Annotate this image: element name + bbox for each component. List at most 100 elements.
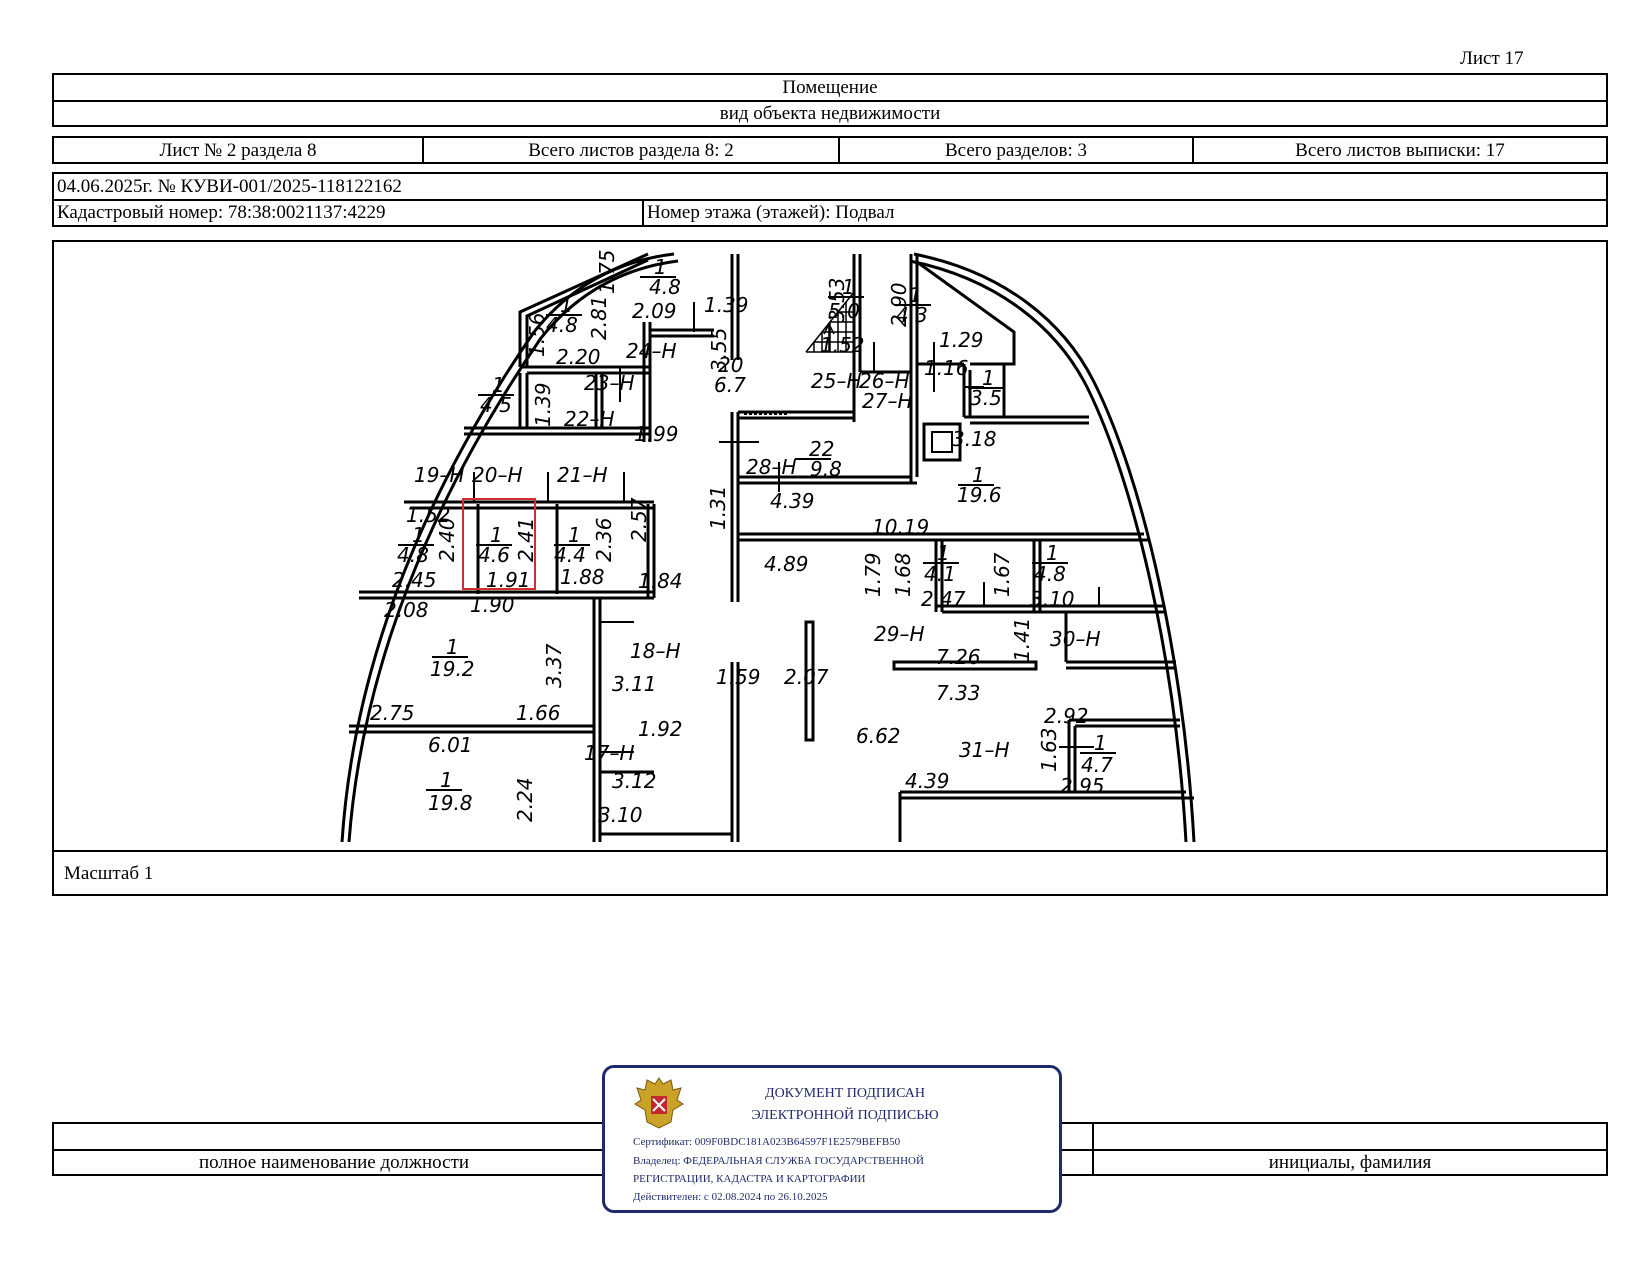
plan-label: 1.90 [470,593,515,617]
plan-label: 2.92 [1044,704,1089,728]
outer-wall [909,259,1188,842]
highlighted-room [462,498,536,590]
plan-label: 1.39 [704,293,749,317]
plan-label: 1.99 [634,422,679,446]
plan-label: 28–Н [746,455,797,479]
plan-label: 2.24 [513,777,537,822]
plan-label: 1.39 [531,382,555,427]
plan-label: 2.07 [784,665,829,689]
plan-label: 2.75 [370,701,415,725]
stamp-certificate: Сертификат: 009F0BDC181A023B64597F1E2579… [633,1136,901,1148]
object-type-value: Помещение [782,77,878,98]
object-type-caption: вид объекта недвижимости [719,103,941,124]
plan-label: 1.52 [406,503,451,527]
stamp-line1: ДОКУМЕНТ ПОДПИСАН [765,1086,925,1101]
plan-label: 1.16 [924,356,969,380]
plan-label: 1.68 [891,552,915,597]
plan-label: 3.53 [825,277,849,322]
plan-label: 23–Н [584,371,635,395]
plan-label: 19.6 [957,483,1002,507]
plan-label: 3.37 [542,643,566,688]
plan-label: 10.19 [872,515,929,539]
total-sections: Всего разделов: 3 [944,140,1088,161]
plan-label: 4.6 [478,543,510,567]
plan-label: 1 [982,366,995,390]
plan-label: 22 [809,437,834,461]
plan-label: 26–Н [859,369,910,393]
plan-label: 7.33 [936,681,981,705]
plan-label: 1.75 [595,249,619,294]
cadastral-number: Кадастровый номер: 78:38:0021137:4229 [57,202,386,223]
plan-label: 3.11 [612,672,657,696]
plan-label: 6.62 [856,724,901,748]
plan-label: 4.8 [397,543,429,567]
plan-label: 1.66 [516,701,561,725]
plan-label: 1 [490,523,503,547]
plan-label: 4.7 [1081,753,1113,777]
info-box: 04.06.2025г. № КУВИ-001/2025-118122162 К… [52,172,1608,227]
plan-label: 27–Н [862,389,913,413]
plan-label: 1 [440,768,453,792]
plan-label: 3.10 [1030,587,1075,611]
plan-label: 24–Н [626,339,677,363]
plan-label: 1 [492,373,505,397]
plan-label: 1.29 [939,328,984,352]
plan-label: 2.57 [627,497,651,542]
position-caption: полное наименование должности [198,1152,470,1173]
divider [54,100,1606,102]
plan-label: 1 [412,523,425,547]
divider [1192,138,1194,162]
plan-label: 5.0 [828,299,860,323]
divider [422,138,424,162]
plan-label: 18–Н [630,639,681,663]
plan-label: 4.3 [896,303,928,327]
plan-label: 1 [972,463,985,487]
plan-label: 21–Н [557,463,608,487]
sheet-number: Лист 17 [1460,48,1524,69]
stamp-owner-1: Владелец: ФЕДЕРАЛЬНАЯ СЛУЖБА ГОСУДАРСТВЕ… [633,1155,924,1167]
plan-label: 19–Н [414,463,465,487]
plan-label: 2.81 [587,295,611,340]
plan-label: 4.4 [554,543,586,567]
plan-label: 4.8 [1034,562,1066,586]
plan-label: 4.39 [905,769,950,793]
plan-label: 3.10 [598,803,643,827]
plan-label: 1 [568,523,581,547]
plan-label: 1 [842,275,855,299]
total-sheets-section: Всего листов раздела 8: 2 [528,140,734,161]
plan-label: 1.56 [525,312,549,357]
plan-label: 2.40 [435,517,459,562]
plan-label: 25–Н [811,369,862,393]
plan-label: 2.41 [514,517,538,562]
plan-label: 1.88 [560,565,605,589]
plan-label: 17–Н [584,741,635,765]
plan-label: 29–Н [874,622,925,646]
e-signature-stamp: ДОКУМЕНТ ПОДПИСАН ЭЛЕКТРОННОЙ ПОДПИСЬЮ С… [602,1065,1062,1213]
plan-label: 4.1 [924,562,956,586]
divider [838,138,840,162]
plan-label: 2.20 [556,345,601,369]
plan-label: 1 [909,283,922,307]
plan-label: 1 [1094,731,1107,755]
divider [642,199,644,227]
plan-label: 1 [446,635,459,659]
plan-label: 9.8 [810,457,842,481]
plan-label: 2.47 [921,587,966,611]
plan-label: 19.2 [430,657,475,681]
plan-label: 1.31 [706,485,730,530]
plan-label: 30–Н [1050,627,1101,651]
plan-label: 2.45 [392,568,437,592]
plan-label: 1 [937,541,950,565]
divider [1092,1124,1094,1174]
plan-label: 1 [1046,541,1059,565]
name-caption: инициалы, фамилия [1268,1152,1432,1173]
plan-label: 3.12 [612,769,657,793]
scale-label: Масштаб 1 [64,863,154,884]
plan-label: 1.41 [1010,617,1034,662]
divider [54,199,1606,201]
plan-label: 4.89 [764,552,809,576]
divider [54,850,1606,852]
plan-label: 1 [560,293,573,317]
plan-label: 31–Н [959,738,1010,762]
plan-label: 22–Н [564,407,615,431]
